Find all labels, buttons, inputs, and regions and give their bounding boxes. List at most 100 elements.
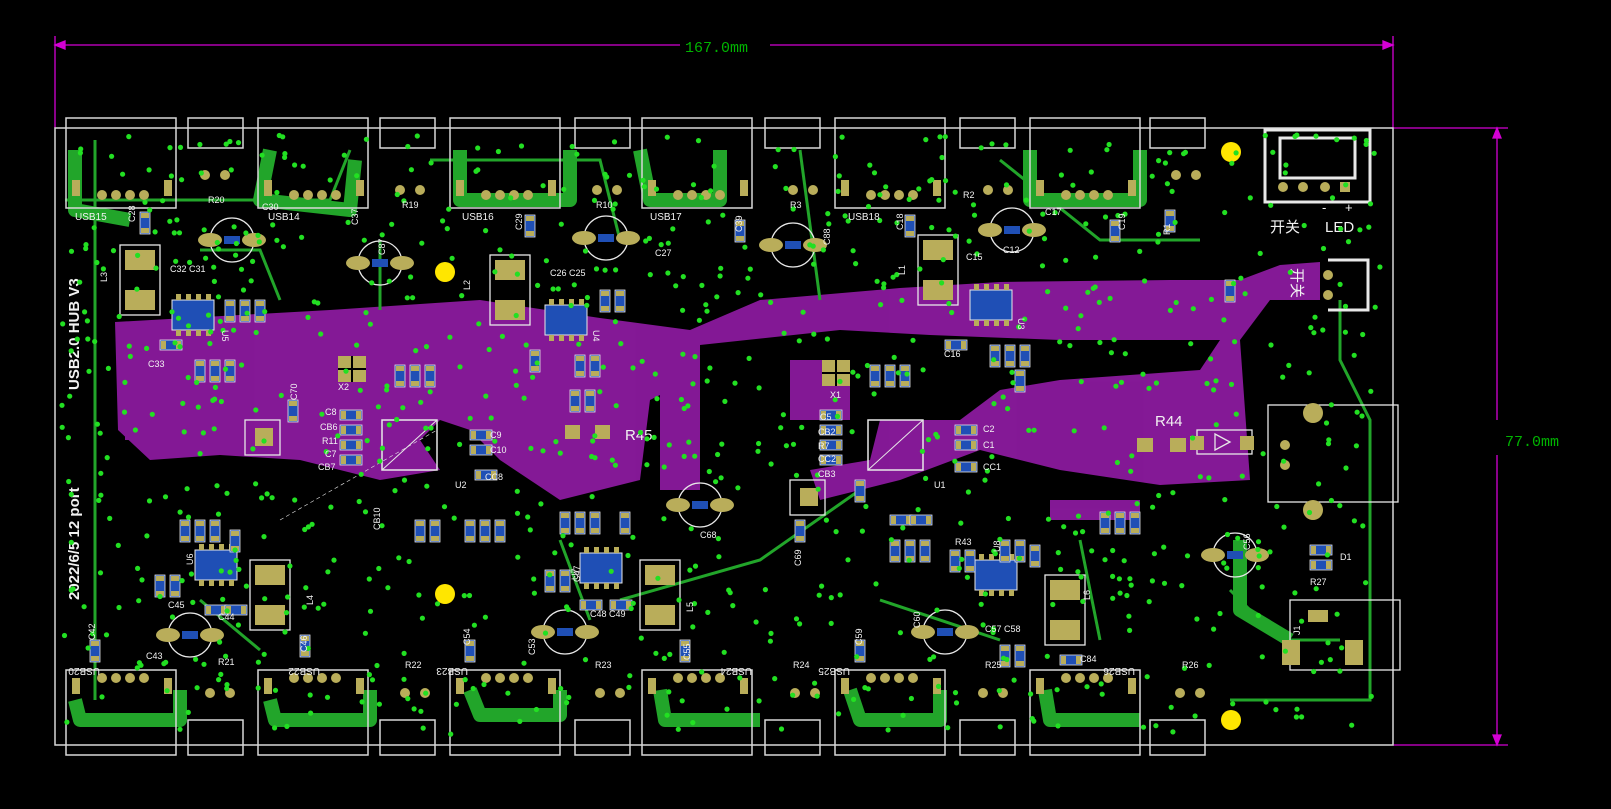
designator-c55: C55 [682, 643, 692, 660]
polarity-minus: - [1322, 200, 1326, 215]
vias [59, 132, 1383, 737]
designator-c53: C53 [527, 638, 537, 655]
designator-c16: C16 [944, 349, 961, 359]
usb-label-usb25: USB25 [818, 665, 850, 676]
board-title: USB2.0 HUB V3 [66, 278, 83, 390]
designator-u4: U4 [591, 330, 601, 342]
designator-r43: R43 [955, 537, 972, 547]
width-dimension-label: 167.0mm [685, 40, 748, 57]
designator-c88: C88 [822, 228, 832, 245]
designator-cb6: CB6 [320, 422, 338, 432]
usb-connectors-bottom [65, 669, 1206, 756]
designator-c1: C1 [983, 440, 995, 450]
designator-c59: C59 [854, 628, 864, 645]
designator-c54: C54 [462, 628, 472, 645]
designator-r25: R25 [985, 660, 1002, 670]
designator-r20: R20 [208, 195, 225, 205]
designator-c46: C46 [299, 635, 309, 652]
designator-c17: C17 [1045, 207, 1062, 217]
designator-cb2: CB2 [818, 427, 836, 437]
power-pads [1280, 403, 1363, 665]
designator-l1: L1 [897, 265, 907, 275]
designator-x2: X2 [338, 382, 349, 392]
designator-c33: C33 [148, 359, 165, 369]
usb-label-usb20: USB20 [68, 665, 100, 676]
dimension-height [1393, 126, 1508, 747]
designator-l2: L2 [462, 280, 472, 290]
designator-c56: C56 [1242, 533, 1252, 550]
usb-label-usb15: USB15 [75, 212, 107, 223]
designator-l6: L6 [1082, 590, 1092, 600]
switch-label: 开关 [1270, 219, 1300, 236]
designator-c26c25: C26 C25 [550, 268, 586, 278]
designator-l4: L4 [305, 595, 315, 605]
usb-label-usb17: USB17 [650, 212, 682, 223]
designator-c48c49: C48 C49 [590, 609, 626, 619]
designator-c15: C15 [966, 252, 983, 262]
designator-c27: C27 [655, 248, 672, 258]
designator-cc1: CC1 [983, 462, 1001, 472]
electrolytic-caps [156, 207, 1269, 658]
designator-c5: C5 [820, 412, 832, 422]
designator-l5: L5 [685, 602, 695, 612]
designator-cb3: CB3 [818, 469, 836, 479]
designator-r7: R7 [818, 441, 830, 451]
usb-label-usb23: USB23 [436, 665, 468, 676]
switch-marker: 开关 [1288, 268, 1305, 298]
designator-r21: R21 [218, 657, 235, 667]
usb-label-usb16: USB16 [462, 212, 494, 223]
usb-label-usb22: USB22 [288, 665, 320, 676]
designator-u1: U1 [934, 480, 946, 490]
designator-j1: J1 [1292, 625, 1302, 635]
board-date: 2022/6/5 12 port [66, 487, 83, 600]
designator-c29: C29 [514, 213, 524, 230]
designator-c19: C19 [1117, 213, 1127, 230]
designator-c68: C68 [700, 530, 717, 540]
usb-label-usb26: USB26 [1103, 665, 1135, 676]
designator-c10: C10 [490, 445, 507, 455]
designator-c42: C42 [87, 623, 97, 640]
designator-c12: C12 [1003, 245, 1020, 255]
designator-r23: R23 [595, 660, 612, 670]
designator-u3: U3 [1016, 318, 1026, 330]
designator-u5: U5 [220, 330, 230, 342]
r44-label: R44 [1155, 413, 1183, 430]
designator-cb10: CB10 [372, 507, 382, 530]
r45-label: R45 [625, 427, 653, 444]
designator-u7: U7 [570, 568, 580, 580]
designator-r19: R19 [402, 200, 419, 210]
designator-c2: C2 [983, 424, 995, 434]
designator-cc2: CC2 [818, 454, 836, 464]
designator-c28: C28 [127, 205, 137, 222]
slide-switch-footprint [1323, 258, 1370, 312]
designator-cc8: CC8 [485, 472, 503, 482]
designator-c39: C39 [734, 215, 744, 232]
usb-label-usb18: USB18 [848, 212, 880, 223]
designator-c44: C44 [218, 612, 235, 622]
mounting-holes [435, 142, 1241, 730]
designator-c70: C70 [289, 383, 299, 400]
designator-cb7: CB7 [318, 462, 336, 472]
designator-c87: C87 [377, 238, 387, 255]
designator-r24: R24 [793, 660, 810, 670]
dimension-width [53, 36, 1395, 128]
designator-c57c58: C57 C58 [985, 624, 1021, 634]
designator-c9: C9 [490, 430, 502, 440]
designator-c32c31: C32 C31 [170, 264, 206, 274]
designator-r27: R27 [1310, 577, 1327, 587]
designator-c43: C43 [146, 651, 163, 661]
designator-d1: D1 [1340, 552, 1352, 562]
usb-label-usb24: USB24 [720, 665, 752, 676]
designator-c18: C18 [895, 213, 905, 230]
designator-x1: X1 [830, 390, 841, 400]
usb-label-usb14: USB14 [268, 212, 300, 223]
designator-u2: U2 [455, 480, 467, 490]
designator-r3: R3 [790, 200, 802, 210]
designator-r11: R11 [322, 436, 338, 446]
designator-c69: C69 [793, 549, 803, 566]
designator-r10: R10 [596, 200, 613, 210]
hub-ic-u1 [867, 419, 924, 471]
